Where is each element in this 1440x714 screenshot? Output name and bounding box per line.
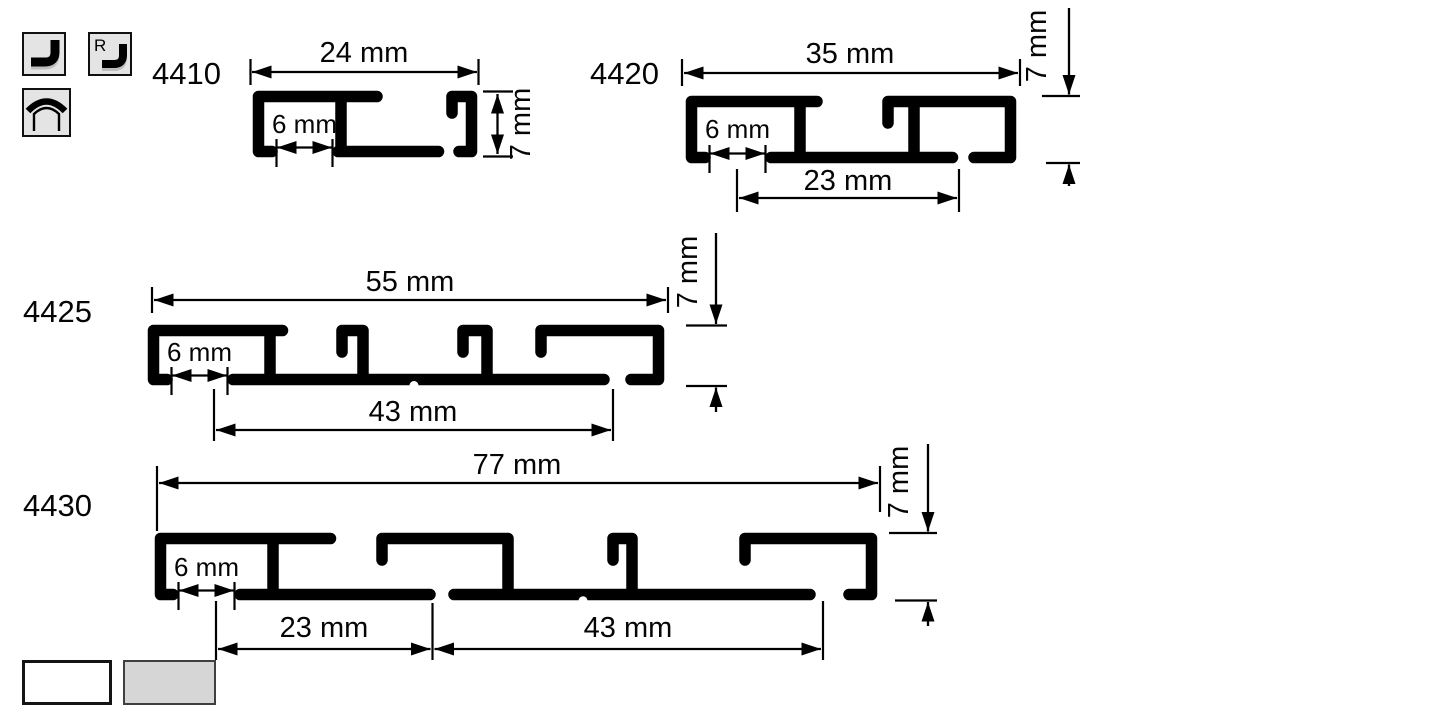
color-swatch-white [22, 660, 112, 705]
ext-line [214, 601, 825, 660]
profile-4410-group: 4410 24 mm 6 mm 7 mm [152, 37, 537, 167]
radius-letter: R [94, 36, 106, 55]
profile-4410-width-label: 24 mm [320, 37, 409, 69]
profile-4425-outline [147, 324, 665, 386]
ext-line [735, 169, 961, 212]
profile-4430-spacing-2-label: 43 mm [584, 612, 673, 644]
mounting-notch [409, 381, 419, 390]
profile-4420-height-label: 7 mm [1021, 10, 1053, 83]
profile-4425-width-label: 55 mm [366, 266, 455, 298]
profile-4430-id: 4430 [23, 488, 92, 523]
ext-line [150, 287, 670, 313]
profile-4420-slot-label: 6 mm [705, 114, 770, 144]
profile-4425-slot-label: 6 mm [167, 337, 232, 367]
ext-line [275, 139, 334, 167]
profile-4420-id: 4420 [590, 56, 659, 91]
profile-4425-group: 4425 55 mm 6 mm 43 mm 7 mm [23, 233, 727, 441]
profile-4430-group: 4430 77 mm 6 mm 23 mm 43 mm 7 mm [23, 444, 937, 660]
ext-line [177, 582, 236, 610]
profile-4410-height-label: 7 mm [505, 88, 537, 161]
tick-line [686, 324, 727, 388]
profile-4410-slot-label: 6 mm [272, 109, 337, 139]
profile-4430-spacing-1-label: 23 mm [280, 612, 369, 644]
profile-4420-group: 4420 35 mm 6 mm 23 mm 7 mm [590, 8, 1080, 212]
profile-4420-width-label: 35 mm [806, 38, 895, 70]
tick-line [889, 531, 937, 602]
tick-line [1042, 94, 1080, 165]
tick-line [483, 90, 513, 158]
ext-line [212, 389, 615, 441]
profile-4430-height-label: 7 mm [883, 446, 915, 519]
profile-4410-id: 4410 [152, 56, 221, 91]
profile-4420-spacing-label: 23 mm [804, 165, 893, 197]
color-swatch-grey [123, 660, 216, 705]
ext-line [680, 59, 1022, 86]
ext-line [170, 367, 229, 395]
profile-4425-id: 4425 [23, 294, 92, 329]
profile-4430-width-label: 77 mm [473, 449, 562, 481]
bendable-rail-icon [22, 32, 66, 76]
ext-line [155, 466, 882, 531]
profile-4425-spacing-label: 43 mm [369, 396, 458, 428]
bendable-rail-radius-icon: R [88, 32, 132, 76]
profile-4420-outline [685, 95, 1017, 164]
arch-bay-rail-icon [22, 88, 71, 137]
mounting-notch [578, 596, 588, 606]
profile-4430-outline [154, 532, 878, 601]
ext-line [708, 145, 767, 173]
bendable-rail-icon-glyph [31, 40, 60, 70]
arch-bay-rail-icon-glyph [25, 98, 68, 131]
profile-4430-slot-label: 6 mm [174, 552, 239, 582]
profile-4425-height-label: 7 mm [672, 236, 704, 309]
ext-line [249, 59, 480, 85]
profile-4410-outline [252, 90, 478, 158]
bendable-rail-radius-icon-glyph: R [94, 36, 127, 71]
